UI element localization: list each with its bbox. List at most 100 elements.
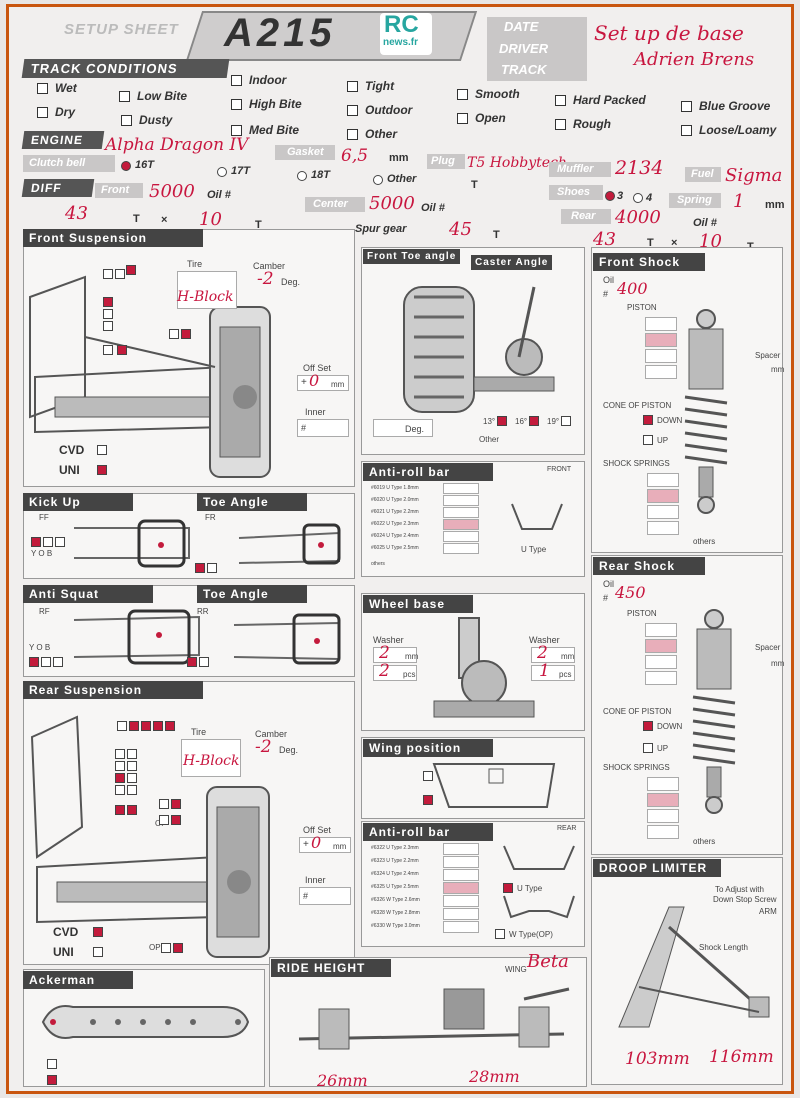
front-shock-spring-field[interactable] <box>647 489 679 503</box>
wheelbase-right-pcs-field[interactable] <box>531 665 575 681</box>
track-option-checkbox[interactable] <box>457 89 468 100</box>
track-option-checkbox[interactable] <box>347 129 358 140</box>
antisquat-y-checkbox[interactable] <box>29 657 39 667</box>
rs-tire-field[interactable] <box>181 739 241 777</box>
shoes-4-radio[interactable] <box>633 193 643 203</box>
wheelbase-right-mm-field[interactable] <box>531 647 575 663</box>
rs-option-checkbox[interactable] <box>159 815 169 825</box>
ackerman-checkbox-1[interactable] <box>47 1059 57 1069</box>
front-shock-spring-field[interactable] <box>647 505 679 519</box>
toe1-checkbox-2[interactable] <box>207 563 217 573</box>
wing-position-checkbox-2[interactable] <box>423 795 433 805</box>
track-option-checkbox[interactable] <box>121 115 132 126</box>
fs-option-checkbox[interactable] <box>115 269 125 279</box>
rs-option-checkbox[interactable] <box>141 721 151 731</box>
rear-arb-item-field[interactable] <box>443 882 479 894</box>
wing-position-checkbox-1[interactable] <box>423 771 433 781</box>
rear-shock-spring-field[interactable] <box>647 793 679 807</box>
fs-option-checkbox[interactable] <box>103 269 113 279</box>
rear-arb-wtype-checkbox[interactable] <box>495 929 505 939</box>
antisquat-o-checkbox[interactable] <box>41 657 51 667</box>
rs-cvd-checkbox[interactable] <box>93 927 103 937</box>
track-option-checkbox[interactable] <box>231 99 242 110</box>
rear-arb-item-field[interactable] <box>443 856 479 868</box>
front-arb-item-field[interactable] <box>443 519 479 530</box>
rs-option-checkbox[interactable] <box>153 721 163 731</box>
front-arb-item-field[interactable] <box>443 531 479 542</box>
rs-option-checkbox[interactable] <box>115 805 125 815</box>
caster-16-checkbox[interactable] <box>529 416 539 426</box>
rs-option-checkbox[interactable] <box>127 785 137 795</box>
track-option-checkbox[interactable] <box>231 125 242 136</box>
fs-option-checkbox[interactable] <box>126 265 136 275</box>
front-arb-item-field[interactable] <box>443 543 479 554</box>
track-option-checkbox[interactable] <box>119 91 130 102</box>
track-option-checkbox[interactable] <box>37 107 48 118</box>
front-shock-piston-field[interactable] <box>645 349 677 363</box>
front-arb-item-field[interactable] <box>443 507 479 518</box>
toe1-checkbox-1[interactable] <box>195 563 205 573</box>
front-arb-item-field[interactable] <box>443 483 479 494</box>
shoes-3-radio[interactable] <box>605 191 615 201</box>
rs-option-checkbox[interactable] <box>115 785 125 795</box>
caster-19-checkbox[interactable] <box>561 416 571 426</box>
front-shock-spring-field[interactable] <box>647 521 679 535</box>
front-shock-piston-field[interactable] <box>645 365 677 379</box>
toe2-checkbox-1[interactable] <box>187 657 197 667</box>
fs-option-checkbox[interactable] <box>103 297 113 307</box>
track-option-checkbox[interactable] <box>681 101 692 112</box>
rs-option-checkbox[interactable] <box>127 805 137 815</box>
fs-uni-checkbox[interactable] <box>97 465 107 475</box>
caster-13-checkbox[interactable] <box>497 416 507 426</box>
kickup-y-checkbox[interactable] <box>31 537 41 547</box>
rs-uni-checkbox[interactable] <box>93 947 103 957</box>
fs-option-checkbox[interactable] <box>169 329 179 339</box>
rs-option-checkbox[interactable] <box>159 799 169 809</box>
toe-deg-field[interactable] <box>373 419 433 437</box>
fs-option-checkbox[interactable] <box>103 345 113 355</box>
track-option-checkbox[interactable] <box>681 125 692 136</box>
rear-arb-item-field[interactable] <box>443 869 479 881</box>
toe2-checkbox-2[interactable] <box>199 657 209 667</box>
rear-shock-piston-field[interactable] <box>645 639 677 653</box>
rear-shock-spring-field[interactable] <box>647 809 679 823</box>
rs-option-checkbox[interactable] <box>173 943 183 953</box>
rear-arb-utype-checkbox[interactable] <box>503 883 513 893</box>
rs-option-checkbox[interactable] <box>117 721 127 731</box>
track-option-checkbox[interactable] <box>457 113 468 124</box>
rs-option-checkbox[interactable] <box>129 721 139 731</box>
rs-option-checkbox[interactable] <box>127 773 137 783</box>
wheelbase-left-mm-field[interactable] <box>373 647 417 663</box>
clutch-other-radio[interactable] <box>373 175 383 185</box>
rs-inner-field[interactable] <box>299 887 351 905</box>
ackerman-checkbox-2[interactable] <box>47 1075 57 1085</box>
clutch-17t-radio[interactable] <box>217 167 227 177</box>
front-shock-piston-field[interactable] <box>645 317 677 331</box>
rs-option-checkbox[interactable] <box>115 761 125 771</box>
rear-shock-piston-field[interactable] <box>645 623 677 637</box>
rear-shock-spring-field[interactable] <box>647 777 679 791</box>
rs-option-checkbox[interactable] <box>115 749 125 759</box>
fs-option-checkbox[interactable] <box>103 321 113 331</box>
fs-option-checkbox[interactable] <box>117 345 127 355</box>
track-option-checkbox[interactable] <box>347 105 358 116</box>
rear-arb-item-field[interactable] <box>443 895 479 907</box>
fs-cvd-checkbox[interactable] <box>97 445 107 455</box>
clutch-18t-radio[interactable] <box>297 171 307 181</box>
rear-shock-down-checkbox[interactable] <box>643 721 653 731</box>
fs-option-checkbox[interactable] <box>181 329 191 339</box>
track-option-checkbox[interactable] <box>555 95 566 106</box>
rs-offset-field[interactable] <box>299 837 351 853</box>
rs-option-checkbox[interactable] <box>127 761 137 771</box>
fs-tire-field[interactable] <box>177 271 237 309</box>
rs-option-checkbox[interactable] <box>127 749 137 759</box>
rear-shock-spring-field[interactable] <box>647 825 679 839</box>
clutch-16t-radio[interactable] <box>121 161 131 171</box>
antisquat-b-checkbox[interactable] <box>53 657 63 667</box>
rs-option-checkbox[interactable] <box>161 943 171 953</box>
rear-arb-item-field[interactable] <box>443 843 479 855</box>
rs-option-checkbox[interactable] <box>165 721 175 731</box>
rs-option-checkbox[interactable] <box>171 799 181 809</box>
track-option-checkbox[interactable] <box>347 81 358 92</box>
kickup-o-checkbox[interactable] <box>43 537 53 547</box>
